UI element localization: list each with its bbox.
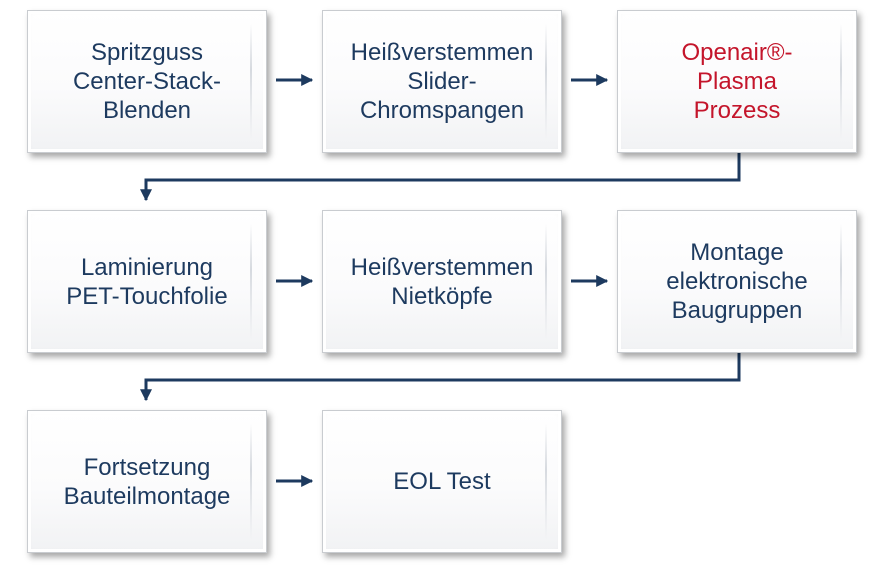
- step-label-1: Spritzguss Center-Stack- Blenden: [72, 39, 222, 124]
- step-label-5: Heißverstemmen Nietköpfe: [350, 253, 534, 310]
- step-box-3: Openair®- Plasma Prozess: [617, 10, 857, 153]
- step-box-7: Fortsetzung Bauteilmontage: [27, 410, 267, 553]
- arrow-step3-to-step4: [140, 153, 741, 202]
- step-box-6: Montage elektronische Baugruppen: [617, 210, 857, 353]
- step-box-5: Heißverstemmen Nietköpfe: [322, 210, 562, 353]
- step-label-8: EOL Test: [393, 468, 491, 495]
- step-label-6: Montage elektronische Baugruppen: [666, 239, 808, 324]
- step-box-2: Heißverstemmen Slider- Chromspangen: [322, 10, 562, 153]
- step-label-3: Openair®- Plasma Prozess: [681, 39, 793, 124]
- step-box-4: Laminierung PET-Touchfolie: [27, 210, 267, 353]
- step-label-7: Fortsetzung Bauteilmontage: [63, 453, 231, 510]
- step-label-2: Heißverstemmen Slider- Chromspangen: [350, 39, 534, 124]
- step-box-8: EOL Test: [322, 410, 562, 553]
- arrow-step6-to-step7: [140, 353, 741, 402]
- step-label-4: Laminierung PET-Touchfolie: [66, 253, 228, 310]
- step-box-1: Spritzguss Center-Stack- Blenden: [27, 10, 267, 153]
